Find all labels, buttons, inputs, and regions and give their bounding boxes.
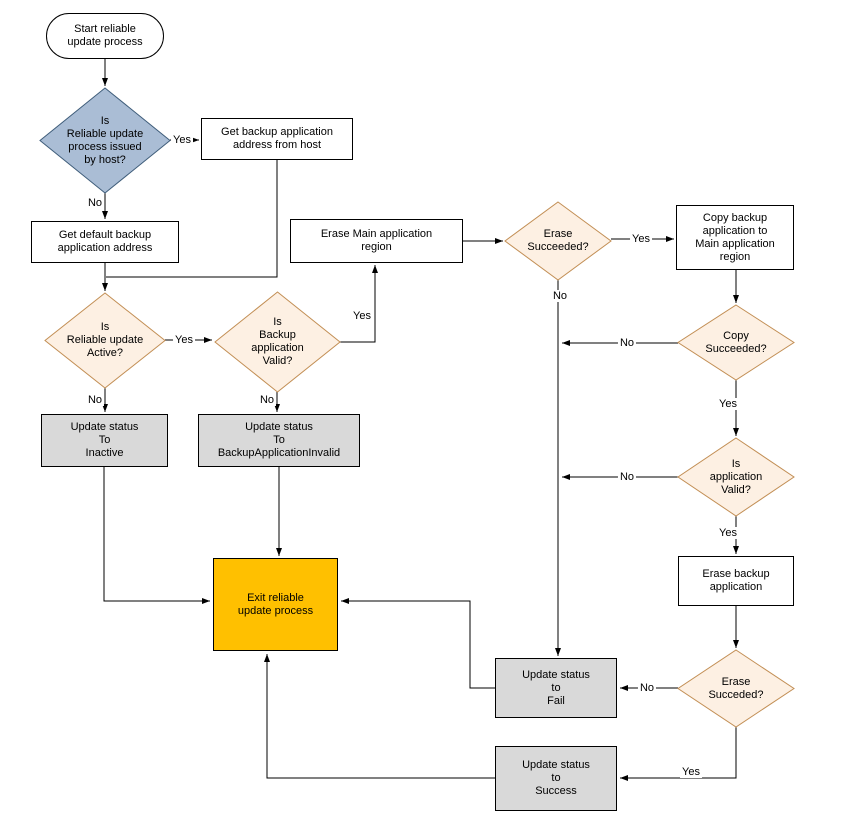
edge-label-active-yes: Yes bbox=[173, 334, 195, 346]
edge-label-host-no: No bbox=[85, 197, 105, 209]
edge-label-backup-valid-no: No bbox=[257, 394, 277, 406]
node-status-fail: Update status to Fail bbox=[495, 658, 617, 718]
node-copy-backup: Copy backup application to Main applicat… bbox=[676, 205, 794, 270]
decision-host-label: Is Reliable update process issued by hos… bbox=[66, 114, 144, 166]
arrow-erase-succeded-yes-to-success bbox=[620, 727, 737, 781]
node-get-backup-address: Get backup application address from host bbox=[201, 118, 353, 160]
arrow-backup-valid-yes-to-erase-main bbox=[340, 265, 378, 343]
edge-label-erase-succeeded-no: No bbox=[550, 290, 570, 302]
arrow-inactive-to-exit bbox=[103, 467, 210, 604]
decision-erase-succeded: Erase Succeded? bbox=[678, 650, 794, 727]
node-status-inactive-label: Update status To Inactive bbox=[70, 421, 139, 459]
decision-host-issued: Is Reliable update process issued by hos… bbox=[40, 88, 170, 193]
node-exit-process-label: Exit reliable update process bbox=[237, 591, 314, 617]
arrow-success-to-exit bbox=[264, 654, 495, 779]
diamond-shape bbox=[678, 438, 794, 516]
node-status-inactive: Update status To Inactive bbox=[41, 414, 168, 467]
decision-backup-valid-label: Is Backup application Valid? bbox=[251, 316, 304, 367]
edge-label-app-valid-yes: Yes bbox=[717, 527, 739, 539]
node-get-default-address-label: Get default backup application address bbox=[57, 229, 153, 254]
node-status-backup-invalid: Update status To BackupApplicationInvali… bbox=[198, 414, 360, 467]
edge-label-host-yes: Yes bbox=[171, 134, 193, 146]
node-erase-backup-label: Erase backup application bbox=[702, 568, 770, 593]
decision-erase-succeded-label: Erase Succeded? bbox=[708, 675, 764, 701]
node-status-success-label: Update status to Success bbox=[522, 759, 590, 797]
decision-reliable-active-label: Is Reliable update Active? bbox=[66, 321, 144, 359]
diamond-shape bbox=[678, 650, 794, 727]
node-copy-backup-label: Copy backup application to Main applicat… bbox=[695, 211, 775, 263]
node-status-fail-label: Update status to Fail bbox=[522, 668, 590, 707]
edge-label-copy-succeeded-no: No bbox=[617, 337, 637, 349]
diamond-shape bbox=[215, 292, 340, 392]
decision-application-valid: Is application Valid? bbox=[678, 438, 794, 516]
decision-erase-succeeded-label: Erase Succeeded? bbox=[527, 228, 589, 253]
edge-label-backup-valid-yes: Yes bbox=[351, 310, 373, 322]
node-status-success: Update status to Success bbox=[495, 746, 617, 811]
diamond-shape bbox=[505, 202, 611, 280]
arrow-fail-to-exit bbox=[341, 598, 495, 689]
decision-copy-succeeded: Copy Succeeded? bbox=[678, 305, 794, 380]
node-exit-process: Exit reliable update process bbox=[213, 558, 338, 651]
diamond-shape bbox=[40, 88, 170, 193]
node-status-backup-invalid-label: Update status To BackupApplicationInvali… bbox=[217, 421, 341, 459]
diamond-shape bbox=[678, 305, 794, 380]
node-erase-main: Erase Main application region bbox=[290, 219, 463, 263]
node-start-label: Start reliable update process bbox=[67, 23, 143, 48]
decision-erase-succeeded: Erase Succeeded? bbox=[505, 202, 611, 280]
edge-label-copy-succeeded-yes: Yes bbox=[717, 398, 739, 410]
edge-label-erase-succeded-yes: Yes bbox=[680, 766, 702, 778]
edge-label-app-valid-no: No bbox=[617, 471, 637, 483]
node-get-backup-address-label: Get backup application address from host bbox=[221, 126, 333, 151]
node-get-default-address: Get default backup application address bbox=[31, 221, 179, 263]
decision-application-valid-label: Is application Valid? bbox=[709, 457, 763, 496]
diamond-shape bbox=[45, 293, 165, 388]
node-start: Start reliable update process bbox=[46, 13, 164, 59]
edge-label-erase-succeeded-yes: Yes bbox=[630, 233, 652, 245]
decision-backup-valid: Is Backup application Valid? bbox=[215, 292, 340, 392]
decision-reliable-active: Is Reliable update Active? bbox=[45, 293, 165, 388]
node-erase-main-label: Erase Main application region bbox=[320, 228, 433, 253]
node-erase-backup: Erase backup application bbox=[678, 556, 794, 606]
edge-label-erase-succeded-no: No bbox=[637, 682, 657, 694]
decision-copy-succeeded-label: Copy Succeeded? bbox=[705, 329, 767, 355]
edge-label-active-no: No bbox=[85, 394, 105, 406]
